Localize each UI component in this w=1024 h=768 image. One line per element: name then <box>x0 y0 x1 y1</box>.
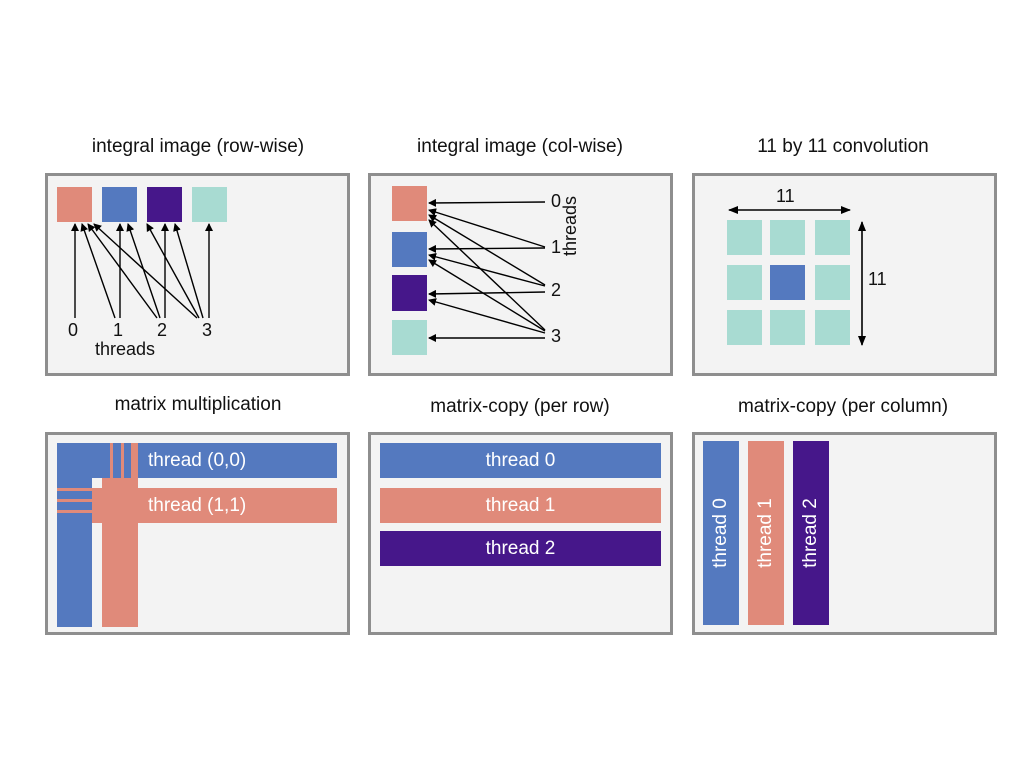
col-thread-label-2: 2 <box>551 280 562 300</box>
matmul-bar-1-label: thread (1,1) <box>148 495 247 516</box>
copy-row-bar-0 <box>380 443 661 478</box>
row-threads-axis-label: threads <box>95 339 156 359</box>
title-matmul: matrix multiplication <box>114 394 282 415</box>
col-block-3 <box>392 320 427 355</box>
row-thread-label-0: 0 <box>68 320 79 340</box>
arrow-c3-b2 <box>428 298 546 334</box>
panel-copy-col <box>692 432 997 635</box>
arrow-c1-b0 <box>428 208 546 248</box>
conv-cell-0-0 <box>727 220 762 255</box>
row-block-1 <box>102 187 137 222</box>
conv-height-label: 11 <box>868 269 887 289</box>
conv-width-label: 11 <box>776 186 795 206</box>
col-block-2 <box>392 275 427 311</box>
matmul-stripe-h3 <box>57 510 92 513</box>
matmul-stripe-v1 <box>110 443 113 478</box>
arrow-c0-b0 <box>428 198 546 207</box>
conv-cell-2-0 <box>727 310 762 345</box>
arrow-t1-b0 <box>80 223 116 319</box>
copy-col-bar-0-label: thread 0 <box>710 498 731 568</box>
copy-col-bar-1 <box>748 441 784 625</box>
col-thread-label-0: 0 <box>551 191 562 211</box>
col-thread-label-3: 3 <box>551 326 562 346</box>
conv-cell-1-0 <box>727 265 762 300</box>
conv-cell-1-1-center <box>770 265 805 300</box>
matmul-bar-0 <box>57 443 337 478</box>
arrow-t2-b1 <box>126 223 161 319</box>
conv-cell-0-2 <box>815 220 850 255</box>
arrow-t3-b0 <box>93 223 198 319</box>
title-copy-col: matrix-copy (per column) <box>737 396 949 417</box>
title-convolution: 11 by 11 convolution <box>757 136 929 157</box>
row-thread-label-2: 2 <box>157 320 168 340</box>
row-thread-label-3: 3 <box>202 320 213 340</box>
matmul-stripe-v2 <box>121 443 124 478</box>
col-block-1 <box>392 232 427 267</box>
matmul-stripe-h1 <box>57 488 92 491</box>
arrow-t3-b2 <box>173 223 204 319</box>
matmul-stripe-h2 <box>57 499 92 502</box>
arrow-c2-b2 <box>428 289 546 298</box>
row-block-0 <box>57 187 92 222</box>
row-block-2 <box>147 187 182 222</box>
arrow-c2-b0 <box>428 214 546 286</box>
title-row-wise: integral image (row-wise) <box>91 136 305 157</box>
arrow-t3-b1 <box>146 223 200 319</box>
conv-cell-2-1 <box>770 310 805 345</box>
matmul-stripe-v3 <box>131 443 138 478</box>
title-copy-row: matrix-copy (per row) <box>430 396 610 417</box>
copy-row-bar-1-label: thread 1 <box>485 495 556 516</box>
col-block-0 <box>392 186 427 221</box>
arrow-c1-b1 <box>428 244 546 253</box>
conv-cell-0-1 <box>770 220 805 255</box>
conv-cell-1-2 <box>815 265 850 300</box>
copy-row-bar-1 <box>380 488 661 523</box>
matmul-bar-0-label: thread (0,0) <box>148 450 247 471</box>
col-thread-label-1: 1 <box>551 237 562 257</box>
arrow-t2-b0 <box>87 223 158 319</box>
copy-row-bar-2 <box>380 531 661 566</box>
arrow-c3-b0 <box>428 219 546 331</box>
row-block-3 <box>192 187 227 222</box>
arrow-c3-b1 <box>428 259 546 332</box>
copy-col-bar-2-label: thread 2 <box>800 498 821 568</box>
copy-col-bar-0 <box>703 441 739 625</box>
row-thread-label-1: 1 <box>113 320 124 340</box>
title-col-wise: integral image (col-wise) <box>417 136 623 157</box>
copy-row-bar-0-label: thread 0 <box>485 450 556 471</box>
copy-col-bar-2 <box>793 441 829 625</box>
conv-cell-2-2 <box>815 310 850 345</box>
arrow-c2-b1 <box>428 252 546 287</box>
copy-row-bar-2-label: thread 2 <box>485 538 556 559</box>
copy-col-bar-1-label: thread 1 <box>755 498 776 568</box>
matmul-bar-1 <box>92 488 337 523</box>
